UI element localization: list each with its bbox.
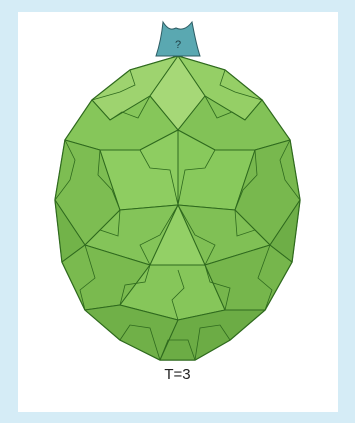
apex-label: ?	[175, 39, 181, 51]
caption-label: T=3	[0, 366, 355, 383]
